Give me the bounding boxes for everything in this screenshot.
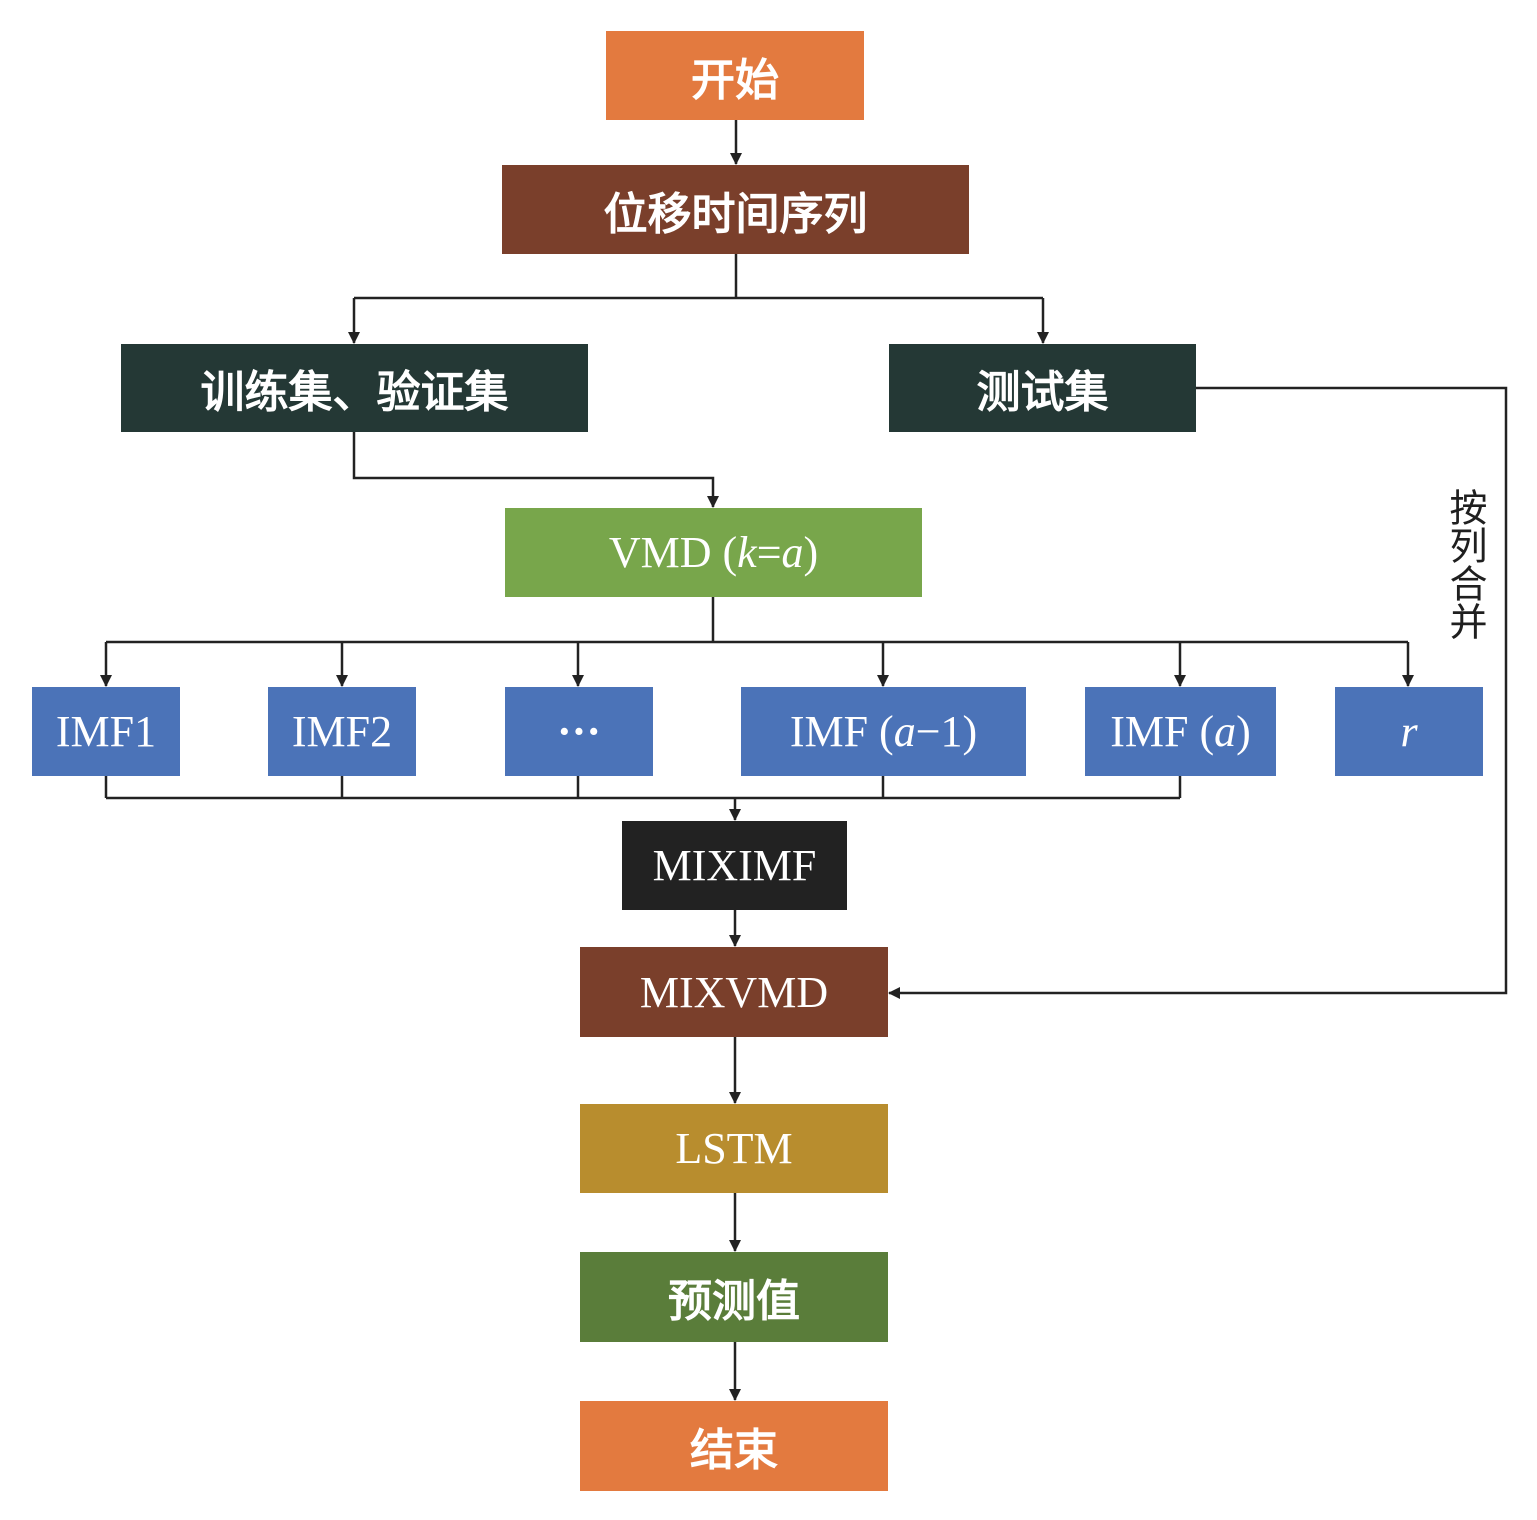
node-start-label: 开始 bbox=[691, 54, 779, 106]
node-train-validation-set: 训练集、验证集 bbox=[121, 344, 588, 432]
node-imf1: IMF1 bbox=[32, 687, 180, 776]
edge-train-to-vmd bbox=[352, 432, 719, 508]
node-imf2-label: IMF2 bbox=[291, 707, 393, 756]
node-lstm: LSTM bbox=[580, 1104, 888, 1193]
node-end: 结束 bbox=[580, 1401, 888, 1491]
node-imf-a-prefix: IMF ( bbox=[1110, 707, 1215, 756]
node-lstm-label: LSTM bbox=[675, 1124, 793, 1173]
node-test-set-label: 测试集 bbox=[976, 367, 1109, 418]
node-vmd-eq: = bbox=[756, 528, 782, 577]
edge-label-merge-by-column: 按列合并 bbox=[1443, 488, 1487, 640]
node-miximf-label: MIXIMF bbox=[652, 841, 817, 890]
node-mixvmd-label: MIXVMD bbox=[639, 967, 829, 1017]
node-mixvmd: MIXVMD bbox=[580, 947, 888, 1037]
node-imf1-label: IMF1 bbox=[55, 707, 157, 756]
node-imf-a-minus-1-rest: −1) bbox=[915, 707, 978, 756]
node-train-validation-set-label: 训练集、验证集 bbox=[200, 367, 509, 418]
node-ellipsis-label: ··· bbox=[556, 707, 602, 756]
node-miximf: MIXIMF bbox=[622, 821, 847, 910]
edge-test-to-mixvmd bbox=[888, 386, 1508, 999]
node-residual: r bbox=[1335, 687, 1483, 776]
node-test-set: 测试集 bbox=[889, 344, 1196, 432]
node-start: 开始 bbox=[606, 31, 864, 120]
node-imf-a: IMF (a) bbox=[1085, 687, 1276, 776]
node-prediction-label: 预测值 bbox=[668, 1276, 800, 1327]
node-vmd-k: k bbox=[737, 528, 757, 577]
node-imf-a-minus-1-a: a bbox=[893, 707, 916, 756]
node-prediction: 预测值 bbox=[580, 1252, 888, 1342]
node-imf-a-minus-1-prefix: IMF ( bbox=[789, 707, 894, 756]
node-displacement-series-label: 位移时间序列 bbox=[603, 188, 868, 240]
node-ellipsis: ··· bbox=[505, 687, 653, 776]
node-imf2: IMF2 bbox=[268, 687, 416, 776]
node-vmd-suffix: ) bbox=[803, 528, 819, 577]
node-imf-a-suffix: ) bbox=[1236, 707, 1251, 756]
node-imf-a-a: a bbox=[1214, 707, 1237, 756]
node-vmd-prefix: VMD ( bbox=[608, 528, 738, 577]
node-vmd-a: a bbox=[781, 528, 804, 577]
node-vmd: VMD (k=a) bbox=[505, 508, 922, 597]
node-end-label: 结束 bbox=[690, 1425, 778, 1476]
node-displacement-series: 位移时间序列 bbox=[502, 165, 969, 254]
node-imf-a-minus-1: IMF (a−1) bbox=[741, 687, 1026, 776]
node-residual-label: r bbox=[1400, 707, 1418, 756]
